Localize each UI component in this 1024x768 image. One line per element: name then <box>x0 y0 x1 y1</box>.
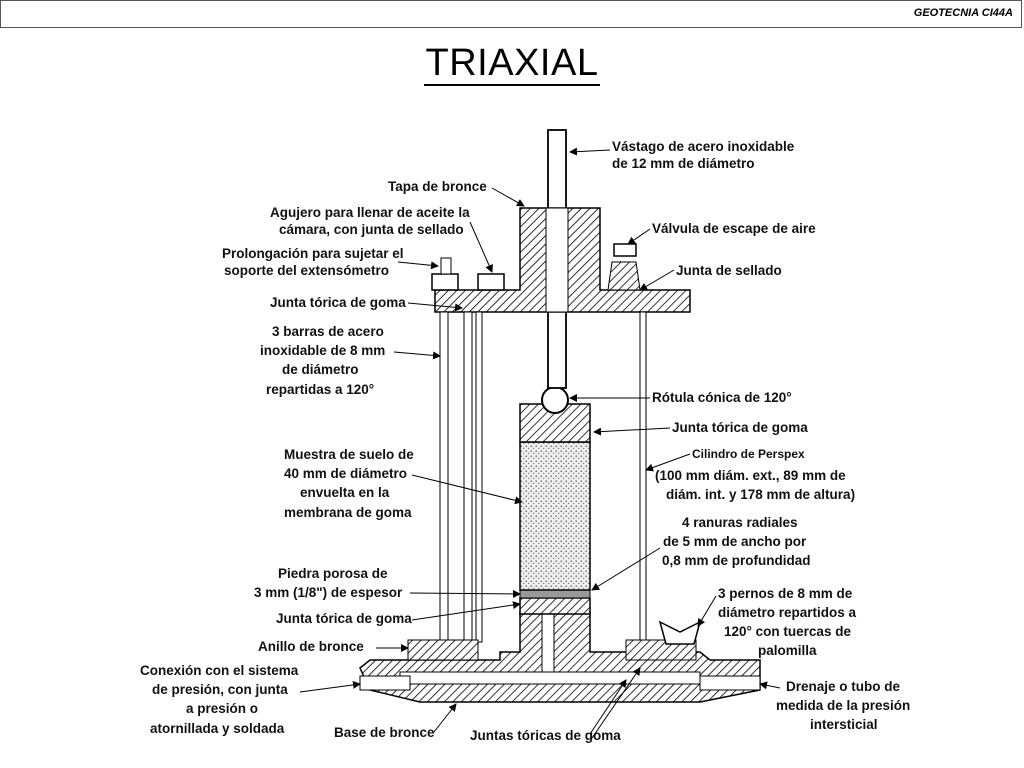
label-base: Base de bronce <box>334 703 457 740</box>
extensometer-stud <box>440 257 452 275</box>
pedestal <box>519 597 591 615</box>
label-junta-torica-3-line-1: Junta tórica de goma <box>276 611 412 626</box>
label-drenaje-line-1: Drenaje o tubo de <box>786 679 901 694</box>
label-muestra: Muestra de suelo de 40 mm de diámetro en… <box>284 447 523 520</box>
wing-nut <box>658 620 702 645</box>
pressure-connection-pipe <box>359 675 411 691</box>
label-piedra: Piedra porosa de 3 mm (1/8") de espesor <box>254 566 521 600</box>
label-ranuras-line-2: de 5 mm de ancho por <box>663 534 807 549</box>
label-conexion-line-4: atornillada y soldada <box>150 721 285 736</box>
label-ranuras-line-3: 0,8 mm de profundidad <box>662 553 811 568</box>
label-pernos-line-2: diámetro repartidos a <box>718 605 857 620</box>
label-drenaje-line-2: medida de la presión <box>776 698 910 713</box>
header-bar: GEOTECNIA CI44A <box>0 0 1022 28</box>
label-pernos: 3 pernos de 8 mm de diámetro repartidos … <box>697 586 857 658</box>
label-anillo: Anillo de bronce <box>258 639 409 654</box>
label-junta-sellado-line-1: Junta de sellado <box>676 263 782 278</box>
label-anillo-line-1: Anillo de bronce <box>258 639 364 654</box>
label-cilindro-line-3: diám. int. y 178 mm de altura) <box>666 487 855 502</box>
bronze-ring-right <box>625 639 697 661</box>
label-conexion-line-2: de presión, con junta <box>152 682 288 697</box>
lid-nut-left <box>431 273 459 291</box>
label-muestra-line-1: Muestra de suelo de <box>284 447 414 462</box>
tie-bar-left <box>439 311 449 643</box>
label-vastago-line-2: de 12 mm de diámetro <box>612 156 755 171</box>
label-agujero: Agujero para llenar de aceite la cámara,… <box>270 205 493 273</box>
label-valvula: Válvula de escape de aire <box>627 221 816 245</box>
apparatus <box>359 129 761 703</box>
label-junta-torica-1-line-1: Junta tórica de goma <box>270 295 406 310</box>
label-cilindro-line-2: (100 mm diám. ext., 89 mm de <box>655 468 846 483</box>
label-tapa-line-1: Tapa de bronce <box>388 179 487 194</box>
label-pernos-line-1: 3 pernos de 8 mm de <box>718 586 853 601</box>
label-conexion: Conexión con el sistema de presión, con … <box>140 663 361 736</box>
label-prolongacion-line-1: Prolongación para sujetar el <box>222 246 404 261</box>
air-valve-knob <box>613 243 637 257</box>
label-base-line-1: Base de bronce <box>334 725 435 740</box>
label-prolongacion: Prolongación para sujetar el soporte del… <box>222 246 439 278</box>
lid-nut-right <box>477 273 505 291</box>
label-junta-torica-2-line-1: Junta tórica de goma <box>672 420 808 435</box>
label-junta-sellado: Junta de sellado <box>639 263 782 291</box>
label-agujero-line-2: cámara, con junta de sellado <box>279 222 464 237</box>
label-barras-line-2: inoxidable de 8 mm <box>260 343 385 358</box>
bronze-ring-left <box>407 639 479 661</box>
label-valvula-line-1: Válvula de escape de aire <box>652 221 816 236</box>
page-title: TRIAXIAL <box>0 42 1024 86</box>
label-ranuras: 4 ranuras radiales de 5 mm de ancho por … <box>591 515 811 591</box>
perspex-wall-left <box>475 311 483 643</box>
label-cilindro: Cilindro de Perspex (100 mm diám. ext., … <box>645 447 855 502</box>
label-drenaje: Drenaje o tubo de medida de la presión i… <box>759 679 910 732</box>
label-tapa: Tapa de bronce <box>388 179 525 207</box>
label-barras: 3 barras de acero inoxidable de 8 mm de … <box>260 324 441 397</box>
ball-joint <box>541 386 569 414</box>
base-channel <box>399 671 701 685</box>
label-junta-torica-1: Junta tórica de goma <box>270 295 463 312</box>
label-junta-torica-2: Junta tórica de goma <box>593 420 808 436</box>
label-ranuras-line-1: 4 ranuras radiales <box>682 515 798 530</box>
drainage-pipe <box>699 675 761 691</box>
course-code: GEOTECNIA CI44A <box>913 7 1013 19</box>
rod-bore <box>545 207 569 313</box>
label-muestra-line-4: membrana de goma <box>284 505 412 520</box>
label-piedra-line-2: 3 mm (1/8") de espesor <box>254 585 403 600</box>
label-pernos-line-3: 120° con tuercas de <box>724 624 851 639</box>
label-vastago-line-1: Vástago de acero inoxidable <box>612 139 795 154</box>
label-muestra-line-3: envuelta en la <box>300 485 390 500</box>
label-barras-line-4: repartidas a 120° <box>266 382 374 397</box>
page-title-text: TRIAXIAL <box>423 42 601 86</box>
perspex-wall-right <box>639 311 647 643</box>
label-vastago: Vástago de acero inoxidable de 12 mm de … <box>569 139 795 171</box>
label-barras-line-1: 3 barras de acero <box>272 324 384 339</box>
label-rotula: Rótula cónica de 120° <box>569 390 792 405</box>
label-prolongacion-line-2: soporte del extensómetro <box>224 263 389 278</box>
label-muestra-line-2: 40 mm de diámetro <box>284 466 407 481</box>
air-valve <box>607 261 641 291</box>
label-juntas-toricas: Juntas tóricas de goma <box>470 667 641 743</box>
label-conexion-line-3: a presión o <box>186 701 258 716</box>
label-cilindro-line-1: Cilindro de Perspex <box>692 447 805 461</box>
label-agujero-line-1: Agujero para llenar de aceite la <box>270 205 470 220</box>
label-conexion-line-1: Conexión con el sistema <box>140 663 299 678</box>
label-piedra-line-1: Piedra porosa de <box>278 566 388 581</box>
label-junta-torica-3: Junta tórica de goma <box>276 601 521 626</box>
label-pernos-line-4: palomilla <box>758 643 817 658</box>
label-drenaje-line-3: intersticial <box>810 717 878 732</box>
soil-sample <box>519 441 591 591</box>
label-rotula-line-1: Rótula cónica de 120° <box>652 390 792 405</box>
tie-bar-mid <box>463 311 473 643</box>
label-barras-line-3: de diámetro <box>282 362 359 377</box>
label-juntas-toricas-line-1: Juntas tóricas de goma <box>470 728 621 743</box>
porous-stone <box>519 589 591 599</box>
